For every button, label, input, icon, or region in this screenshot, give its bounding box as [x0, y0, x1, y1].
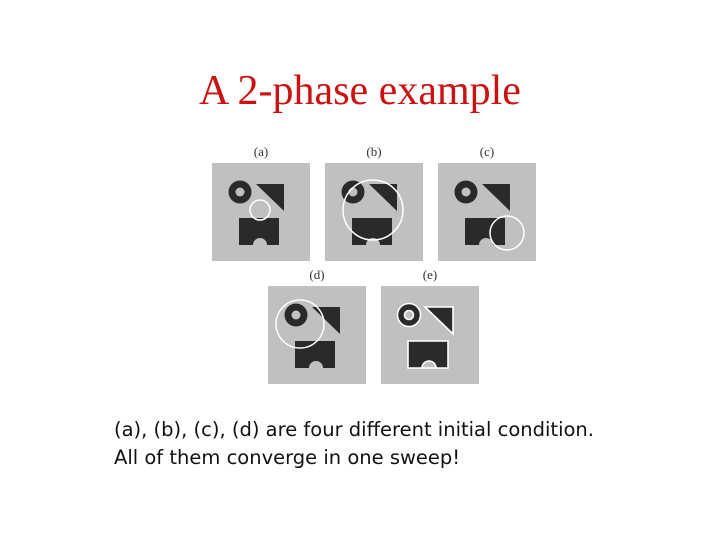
segmentation-result-e [381, 286, 479, 384]
panel-background [325, 163, 423, 261]
ring-hole [291, 310, 301, 320]
panel-background [268, 286, 366, 384]
segmentation-image-a [212, 163, 310, 261]
panel-caption-c: (c) [479, 144, 495, 159]
segmentation-image-d [268, 286, 366, 384]
notched-block-shape [239, 218, 279, 245]
panel-d [268, 286, 366, 384]
panel-caption-e: (e) [422, 267, 438, 282]
initial-contour [275, 299, 325, 349]
initial-contour [342, 179, 404, 241]
panel-background [381, 286, 479, 384]
ring-hole [461, 187, 471, 197]
segmentation-image-c [438, 163, 536, 261]
body-line-1: (a), (b), (c), (d) are four different in… [114, 418, 594, 441]
panel-caption-a: (a) [253, 144, 269, 159]
panel-c [438, 163, 536, 261]
triangle-shape [312, 307, 340, 334]
slide-body: (a), (b), (c), (d) are four different in… [114, 416, 594, 472]
panel-e [381, 286, 479, 384]
body-line-2: All of them converge in one sweep! [114, 446, 461, 469]
panel-background [438, 163, 536, 261]
initial-contour [489, 215, 525, 251]
segmentation-image-b [325, 163, 423, 261]
panel-caption-d: (d) [309, 267, 325, 282]
notched-block-shape [465, 218, 505, 245]
panel-background [212, 163, 310, 261]
panel-b [325, 163, 423, 261]
triangle-shape [369, 184, 397, 211]
panel-a [212, 163, 310, 261]
panel-caption-b: (b) [366, 144, 382, 159]
slide-title: A 2-phase example [199, 68, 521, 114]
initial-contour [249, 199, 271, 221]
triangle-shape [423, 306, 454, 336]
notched-block-shape [407, 340, 449, 369]
ring-hole [235, 187, 245, 197]
triangle-shape [256, 184, 284, 211]
triangle-shape [482, 184, 510, 211]
ring-hole [403, 309, 415, 321]
